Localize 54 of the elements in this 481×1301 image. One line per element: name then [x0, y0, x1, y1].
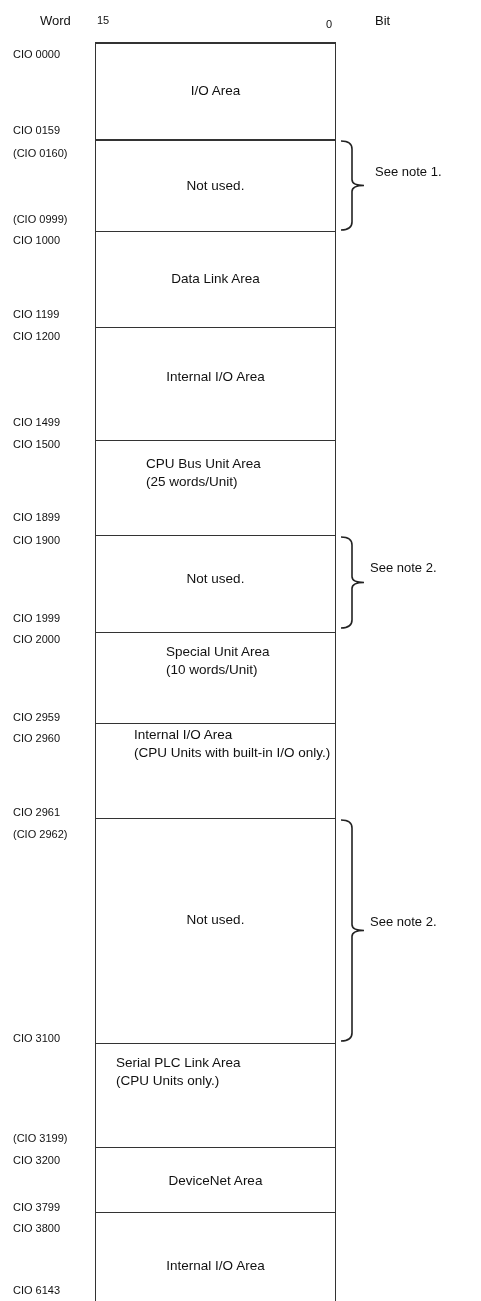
area-label: Serial PLC Link Area (CPU Units only.)	[116, 1054, 242, 1090]
memory-area-box	[95, 632, 336, 723]
memory-area-box	[95, 139, 336, 231]
memory-area-box	[95, 535, 336, 632]
column-header: Word	[40, 14, 71, 27]
address-label: CIO 2959	[13, 711, 61, 724]
memory-area-box	[95, 42, 336, 139]
address-label: CIO 1499	[13, 416, 61, 429]
memory-area-box	[95, 723, 336, 818]
address-label: (CIO 2962)	[13, 828, 68, 841]
address-label: CIO 2000	[13, 633, 61, 646]
note-label: See note 2.	[370, 915, 437, 928]
address-label: (CIO 3199)	[13, 1132, 68, 1145]
area-label: Not used.	[185, 911, 246, 929]
memory-area-box	[95, 440, 336, 535]
area-label: Internal I/O Area	[165, 1257, 266, 1275]
column-header: 0	[326, 18, 333, 31]
address-label: CIO 0159	[13, 124, 61, 137]
address-label: CIO 1199	[13, 308, 60, 321]
area-label: I/O Area	[189, 82, 242, 100]
address-label: CIO 2961	[13, 806, 61, 819]
address-label: CIO 3800	[13, 1222, 61, 1235]
memory-area-box	[95, 1043, 336, 1147]
column-header: 15	[97, 14, 110, 27]
area-label: Not used.	[185, 570, 246, 588]
area-label: DeviceNet Area	[167, 1172, 264, 1190]
address-label: CIO 3799	[13, 1201, 61, 1214]
memory-area-box	[95, 818, 336, 1043]
address-label: CIO 3100	[13, 1032, 61, 1045]
area-label: Internal I/O Area	[165, 368, 266, 386]
area-label: Data Link Area	[170, 270, 261, 288]
address-label: CIO 6143	[13, 1284, 61, 1297]
area-label: Internal I/O Area (CPU Units with built-in I/O only.)	[134, 726, 332, 762]
address-label: CIO 1200	[13, 330, 61, 343]
memory-area-box	[95, 1147, 336, 1212]
address-label: CIO 1999	[13, 612, 61, 625]
memory-area-box	[95, 231, 336, 327]
address-label: (CIO 0999)	[13, 213, 68, 226]
memory-area-box	[95, 1212, 336, 1301]
area-label: Not used.	[185, 177, 246, 195]
address-label: CIO 1899	[13, 511, 61, 524]
column-header: Bit	[375, 14, 391, 27]
address-label: CIO 2960	[13, 732, 61, 745]
address-label: CIO 1000	[13, 234, 61, 247]
address-label: CIO 3200	[13, 1154, 61, 1167]
memory-area-box	[95, 327, 336, 440]
note-label: See note 1.	[375, 165, 442, 178]
address-label: (CIO 0160)	[13, 147, 68, 160]
note-label: See note 2.	[370, 561, 437, 574]
address-label: CIO 1500	[13, 438, 61, 451]
address-label: CIO 0000	[13, 48, 61, 61]
area-label: CPU Bus Unit Area (25 words/Unit)	[146, 455, 262, 491]
area-label: Special Unit Area (10 words/Unit)	[166, 643, 271, 679]
address-label: CIO 1900	[13, 534, 61, 547]
